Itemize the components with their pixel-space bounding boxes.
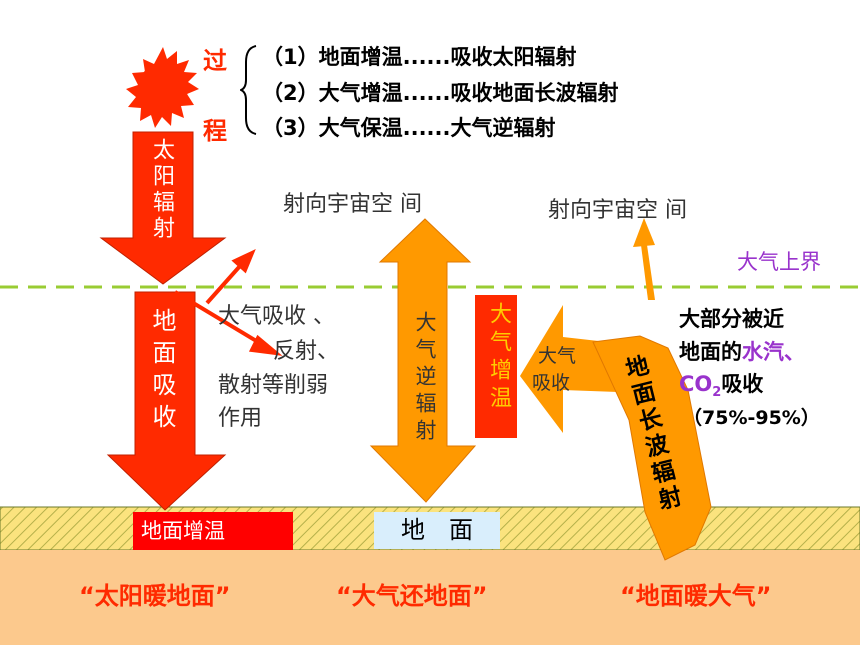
process-step-2: （2）大气增温......吸收地面长波辐射	[262, 81, 619, 105]
to-space-label-2: 射向宇宙空 间	[548, 198, 687, 223]
atmos-heating-label: 大气增温	[486, 302, 511, 414]
reflection-arrows	[173, 248, 283, 356]
ground-label: 地 面	[374, 512, 500, 549]
longwave-arrow	[592, 335, 712, 561]
sun-icon	[126, 47, 199, 128]
atmos-heating-box	[475, 295, 517, 438]
atmos-absorb-arrow	[520, 305, 625, 433]
absorbed-note-line3: CO2吸收	[679, 368, 763, 400]
process-step-1: （1）地面增温......吸收太阳辐射	[262, 45, 577, 69]
atmos-effects-line4: 作用	[218, 406, 263, 431]
atmos-effects-line2: 反射、	[273, 339, 340, 364]
summary-2: “大气还地面”	[336, 582, 488, 610]
atmos-absorb-line1: 大气	[538, 345, 577, 367]
process-brace	[240, 45, 257, 135]
absorbed-note-line1: 大部分被近	[679, 307, 784, 331]
summary-3: “地面暖大气”	[620, 582, 772, 610]
ground-heating-label: 地面增温	[133, 512, 293, 550]
solar-radiation-arrow	[99, 131, 227, 285]
absorbed-note-line3b: 吸收	[721, 372, 764, 396]
atmos-effects-line3: 散射等削弱	[218, 373, 329, 398]
absorbed-note-line2: 地面的水汽、	[679, 336, 805, 366]
counter-radiation-arrow	[369, 218, 477, 503]
ground-absorption-label: 地面吸收	[148, 308, 176, 436]
ground-absorption-arrow	[106, 291, 227, 511]
absorbed-note-line2b: 水汽、	[742, 340, 805, 364]
solar-radiation-label: 太阳辐射	[149, 138, 174, 242]
atmosphere-top-label: 大气上界	[737, 250, 821, 274]
summary-1: “太阳暖地面”	[79, 582, 231, 610]
absorbed-note-line2a: 地面的	[679, 340, 742, 364]
process-step-3: （3）大气保温......大气逆辐射	[262, 116, 556, 140]
absorbed-note-co2-sub: 2	[712, 385, 722, 401]
process-label-top: 过	[203, 47, 227, 75]
atmos-effects-line1: 大气吸收 、	[218, 304, 335, 329]
atmos-absorb-line2: 吸收	[532, 372, 571, 394]
longwave-to-space-arrow	[633, 218, 655, 300]
to-space-label-1: 射向宇宙空 间	[283, 192, 422, 217]
absorbed-note-line4: （75%-95%）	[683, 407, 820, 429]
counter-radiation-label: 大气逆辐射	[413, 311, 437, 446]
absorbed-note-co2: CO	[679, 372, 713, 396]
process-label-bottom: 程	[203, 117, 227, 145]
